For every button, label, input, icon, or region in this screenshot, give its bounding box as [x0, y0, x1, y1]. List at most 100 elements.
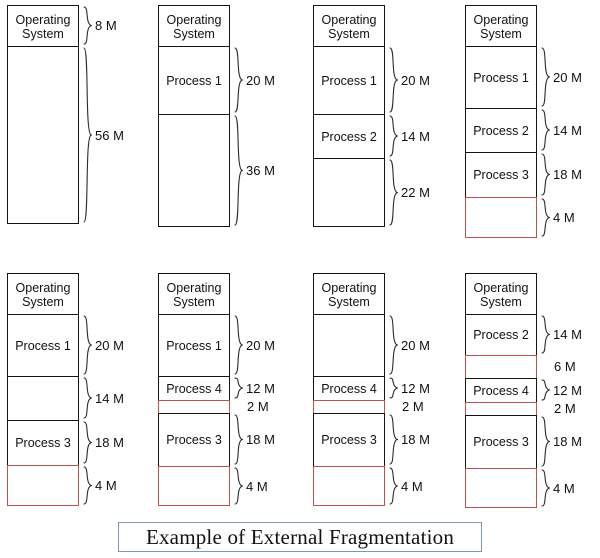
size-label: 20 M: [246, 337, 275, 353]
free-memory-block: [465, 468, 537, 508]
brace-icon: [389, 115, 398, 157]
size-label: 18 M: [246, 432, 275, 447]
brace-icon: [541, 469, 550, 507]
figure-caption: Example of External Fragmentation: [118, 522, 482, 552]
brace-icon: [83, 47, 92, 223]
brace-icon: [389, 159, 398, 226]
os-label-line-2: System: [173, 294, 215, 309]
os-label-line-2: System: [173, 26, 215, 41]
brace-icon: [234, 377, 243, 399]
brace-icon: [234, 467, 243, 505]
block-label: Process 2: [321, 129, 377, 144]
process-block: Process 4: [465, 378, 537, 402]
free-memory-block: [7, 465, 79, 506]
block-label: Process 2: [473, 328, 529, 342]
block-label: Process 3: [15, 436, 71, 450]
brace-icon: [83, 421, 92, 464]
brace-icon: [234, 414, 243, 465]
brace-icon: [83, 6, 92, 45]
size-label: 14 M: [553, 122, 582, 138]
size-label: 12 M: [246, 380, 275, 396]
os-label-line-1: Operating: [473, 12, 529, 27]
os-label-line-1: Operating: [473, 280, 529, 295]
size-marker: 20 M: [389, 46, 430, 114]
memory-hole-block: [158, 114, 230, 227]
size-label: 36 M: [246, 163, 275, 178]
brace-icon: [83, 466, 92, 505]
size-label: 4 M: [553, 480, 575, 496]
size-marker: 18 M: [541, 152, 582, 197]
process-block: Process 3: [465, 152, 537, 197]
size-marker: 56 M: [83, 46, 124, 224]
size-label: 56 M: [95, 127, 124, 143]
size-marker: 20 M: [541, 46, 582, 108]
size-label: 4 M: [95, 478, 117, 493]
size-marker: 14 M: [541, 108, 582, 152]
brace-icon: [541, 315, 550, 354]
memory-hole-block: [7, 376, 79, 420]
size-label: 14 M: [553, 327, 582, 342]
size-marker: 14 M: [389, 114, 430, 158]
size-marker: 18 M: [234, 413, 275, 466]
size-marker: 12 M: [234, 376, 275, 400]
block-label: Process 4: [166, 381, 222, 396]
size-label: 20 M: [553, 69, 582, 85]
size-marker: 18 M: [389, 413, 430, 466]
free-memory-block: [465, 355, 537, 378]
brace-icon: [389, 414, 398, 465]
size-marker: 20 M: [234, 46, 275, 114]
size-label: 18 M: [553, 434, 582, 449]
os-label-line-1: Operating: [321, 280, 377, 295]
os-label-line-2: System: [22, 294, 64, 309]
block-label: Process 1: [166, 338, 222, 353]
size-label: 2 M: [554, 401, 576, 416]
block-label: Process 3: [473, 435, 529, 449]
process-block: Process 1: [465, 46, 537, 108]
os-label-line-2: System: [480, 26, 522, 41]
size-marker: 18 M: [83, 420, 124, 465]
os-label-line-2: System: [328, 294, 370, 309]
size-marker: 6 M: [541, 355, 576, 378]
brace-icon: [83, 315, 92, 375]
process-block: Process 1: [7, 314, 79, 376]
brace-icon: [541, 153, 550, 196]
size-label: 6 M: [554, 359, 576, 374]
process-block: Process 4: [313, 376, 385, 400]
size-marker: 12 M: [389, 376, 430, 400]
os-label-line-2: System: [328, 26, 370, 41]
size-label: 20 M: [401, 337, 430, 353]
process-block: Process 4: [158, 376, 230, 400]
free-memory-block: [465, 197, 537, 238]
size-label: 20 M: [95, 337, 124, 353]
process-block: Process 3: [158, 413, 230, 466]
os-label-line-1: Operating: [321, 12, 377, 27]
os-label-line-1: Operating: [166, 280, 222, 295]
size-label: 14 M: [401, 128, 430, 144]
process-block: Process 3: [465, 415, 537, 468]
process-block: Process 1: [313, 46, 385, 114]
block-label: Process 1: [166, 73, 222, 88]
size-label: 20 M: [246, 72, 275, 88]
process-block: Process 2: [313, 114, 385, 158]
size-label: 8 M: [95, 18, 117, 33]
size-marker: 20 M: [389, 314, 430, 376]
size-label: 22 M: [401, 185, 430, 200]
brace-icon: [234, 47, 243, 113]
brace-icon: [389, 47, 398, 113]
